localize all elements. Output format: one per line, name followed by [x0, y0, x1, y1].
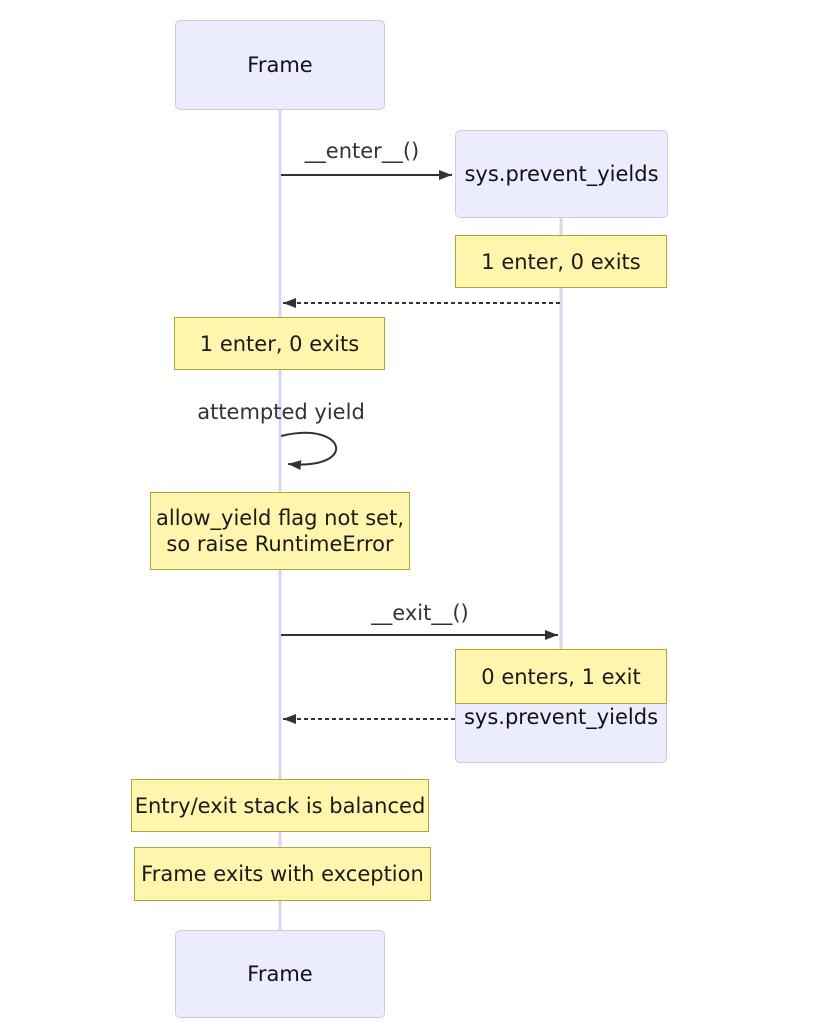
message-label-enter: __enter__() — [304, 139, 420, 163]
message-label-attempted-yield: attempted yield — [197, 400, 365, 424]
participant-frame-header: Frame — [175, 20, 385, 110]
participant-sys-header: sys.prevent_yields — [455, 130, 668, 218]
note-enter-count-frame: 1 enter, 0 exits — [174, 317, 385, 370]
note-stack-balanced: Entry/exit stack is balanced — [131, 779, 429, 832]
participant-frame-footer: Frame — [175, 930, 385, 1018]
participant-frame-footer-label: Frame — [247, 962, 313, 986]
participant-sys-header-label: sys.prevent_yields — [464, 162, 659, 186]
note-enter-count-sys: 1 enter, 0 exits — [455, 235, 667, 288]
self-loop-arrow — [280, 431, 337, 471]
note-frame-exception: Frame exits with exception — [134, 847, 431, 901]
note-exit-count-sys: 0 enters, 1 exit — [455, 649, 667, 704]
participant-sys-footer-label: sys.prevent_yields — [463, 705, 659, 729]
message-label-exit: __exit__() — [371, 601, 469, 625]
participant-frame-header-label: Frame — [247, 53, 313, 77]
note-allow-yield-error: allow_yield flag not set, so raise Runti… — [150, 492, 410, 570]
